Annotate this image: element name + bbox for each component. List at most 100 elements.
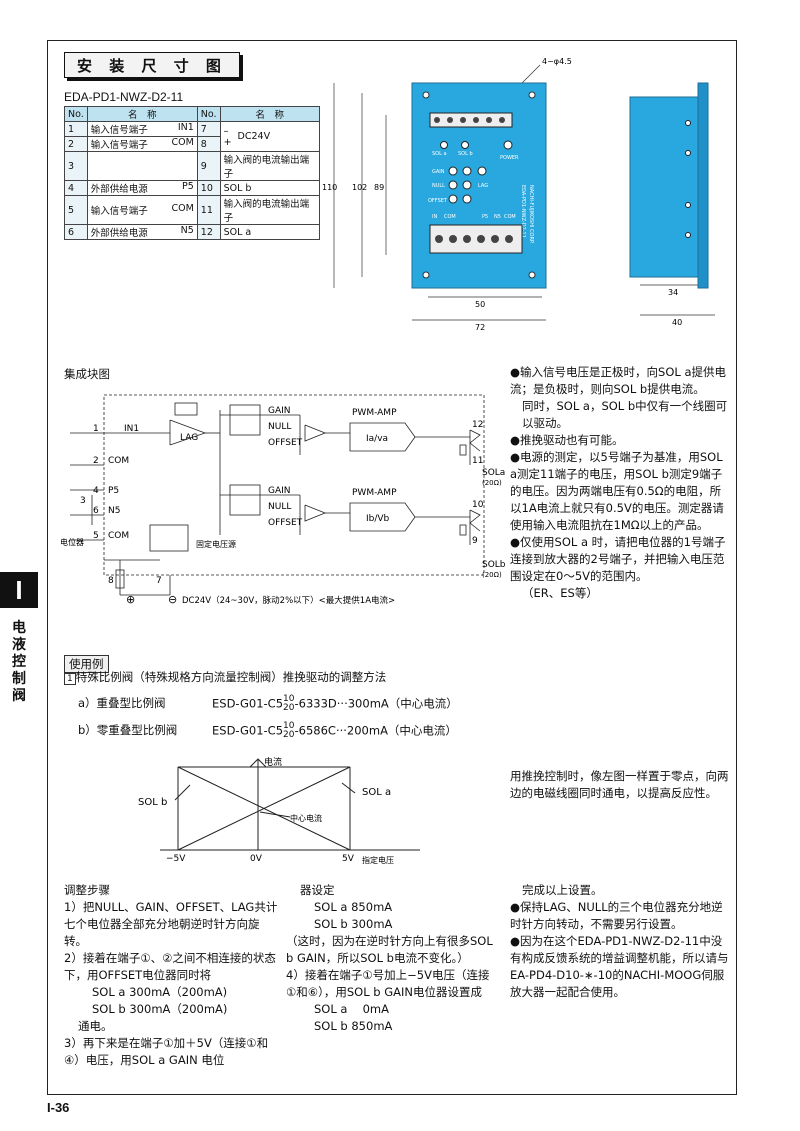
label-model: EDA-PD1-NWZ-D2-11	[520, 185, 526, 238]
model-label: EDA-PD1-NWZ-D2-11	[64, 90, 184, 104]
label-com: COM	[444, 214, 456, 220]
potentiometers[interactable]	[448, 166, 487, 204]
graph-center: 中心电流	[290, 813, 322, 823]
note: 同时，SOL a，SOL b中仅有一个线圈可以驱动。	[522, 399, 728, 430]
label-offset-a: OFFSET	[268, 438, 303, 448]
pin-no: 2	[64, 136, 88, 152]
graph-tick-neg5: −5V	[166, 854, 186, 864]
note: ●仅使用SOL a 时，请把电位器的1号端子连接到放大器的2号端子，并把输入电压…	[510, 535, 726, 583]
mount-hole	[422, 91, 430, 99]
graph-y-label: 电流	[264, 756, 282, 768]
graph-note: 用推挽控制时，像左图一样置于零点，向两边的电磁线圈同时通电，以提高反应性。	[510, 769, 729, 800]
graph-lines	[160, 758, 420, 851]
graph-tick-5: 5V	[342, 854, 355, 864]
step-1: 1）把NULL、GAIN、OFFSET、LAG共计七个电位器全部充分地朝逆时针方…	[64, 900, 278, 948]
step-3-b: SOL b 300mA	[314, 917, 393, 931]
terminal-screws	[435, 235, 513, 243]
terminal-1: 1	[93, 424, 99, 434]
label-ib-vb: Ib/Vb	[366, 514, 390, 524]
pin-no: 7	[196, 121, 221, 137]
mount-hole	[528, 271, 536, 279]
pin-no: 11	[196, 195, 221, 225]
supply-note: DC24V（24~30V，脉动2%以下）<最大提供1A电流>	[182, 595, 395, 606]
steps-col-2: 器设定 SOL a 850mA SOL b 300mA （这时，因为在逆时针方向…	[286, 882, 498, 1035]
pin-no: 3	[64, 151, 88, 181]
dim-102: 102	[352, 183, 367, 192]
graph-tick-0: 0V	[250, 854, 263, 864]
label-com2: COM	[108, 531, 129, 541]
led-solb	[461, 141, 469, 149]
label-solb: SOL b	[458, 151, 473, 157]
note: ●保持LAG、NULL的三个电位器充分地逆时针方向转动，不需要另行设置。	[510, 900, 723, 931]
pushpull-graph: 电流 SOL a SOL b 中心电流 −5V 0V 5V 指定电压	[138, 756, 420, 865]
label-lag: LAG	[478, 183, 488, 189]
side-flange	[697, 82, 709, 289]
graph-sol-b: SOL b	[138, 797, 167, 808]
label-potentiometer: 电位器	[60, 537, 84, 547]
terminal-9: 9	[472, 536, 478, 546]
label-solb: SOLb	[482, 560, 506, 570]
pin-no: 10	[196, 180, 221, 196]
label-null-a: NULL	[268, 422, 291, 432]
label-sola-ohm: (20Ω)	[482, 479, 502, 487]
wiring	[70, 394, 485, 596]
pin-name	[86, 151, 198, 181]
label-com: COM	[108, 456, 129, 466]
label-power: POWER	[500, 155, 519, 161]
label-gain-a: GAIN	[268, 406, 291, 416]
step-4-a: SOL a 0mA	[314, 1002, 390, 1016]
label-in: IN	[432, 214, 437, 220]
leader-line	[519, 64, 541, 86]
terminal-10: 10	[472, 500, 484, 510]
label-pwm-amp-b: PWM-AMP	[352, 488, 397, 498]
label-ia-va: Ia/va	[366, 434, 388, 444]
graph-x-label: 指定电压	[362, 855, 394, 865]
mount-hole	[422, 271, 430, 279]
label-in1: IN1	[124, 424, 139, 434]
pin-name: SOL b	[219, 180, 321, 196]
dim-34: 34	[668, 288, 678, 297]
col-name-2: 名 称	[219, 106, 321, 122]
label-n5: N5	[108, 506, 120, 516]
label-gain: GAIN	[432, 169, 445, 175]
steps-title: 调整步骤	[64, 883, 110, 897]
pin-name: 输入阀的电流输出端子	[219, 195, 321, 225]
pin-no: 5	[64, 195, 88, 225]
pin-no: 6	[64, 224, 88, 240]
label-n5: N5	[494, 214, 501, 220]
step-2-end: 通电。	[78, 1019, 113, 1033]
label-sola: SOL a	[432, 151, 447, 157]
label-null-b: NULL	[268, 502, 291, 512]
label-p5: P5	[108, 486, 119, 496]
note: ●因为在这个EDA-PD1-NWZ-D2-11中没有构成反馈系统的增益调整机能，…	[510, 934, 729, 999]
mount-hole	[528, 91, 536, 99]
terminal-12: 12	[472, 420, 483, 430]
step-4-b: SOL b 850mA	[314, 1019, 393, 1033]
block-diagram-title: 集成块图	[64, 367, 110, 381]
terminal-block-top	[429, 112, 513, 128]
note: ●推挽驱动也有可能。	[510, 433, 624, 447]
plus-symbol: ⊕	[126, 593, 135, 606]
dim-72: 72	[475, 323, 485, 332]
label-null: NULL	[432, 183, 445, 189]
step-2: 2）接着在端子①、②之间不相连接的状态下，用OFFSET电位器同时将	[64, 951, 276, 982]
col-no-2: No.	[196, 106, 221, 122]
terminal-11: 11	[472, 456, 483, 466]
usage-item-number: 1	[64, 673, 76, 685]
step-4: 4）接着在端子①号加上−5V电压（连接①和⑥），用SOL b GAIN电位器设置…	[286, 968, 490, 999]
pin-name: –+DC24V	[219, 121, 321, 152]
dim-110: 110	[322, 183, 337, 192]
dim-89: 89	[374, 183, 384, 192]
col-no-1: No.	[64, 106, 88, 122]
steps-done: 完成以上设置。	[522, 883, 603, 897]
